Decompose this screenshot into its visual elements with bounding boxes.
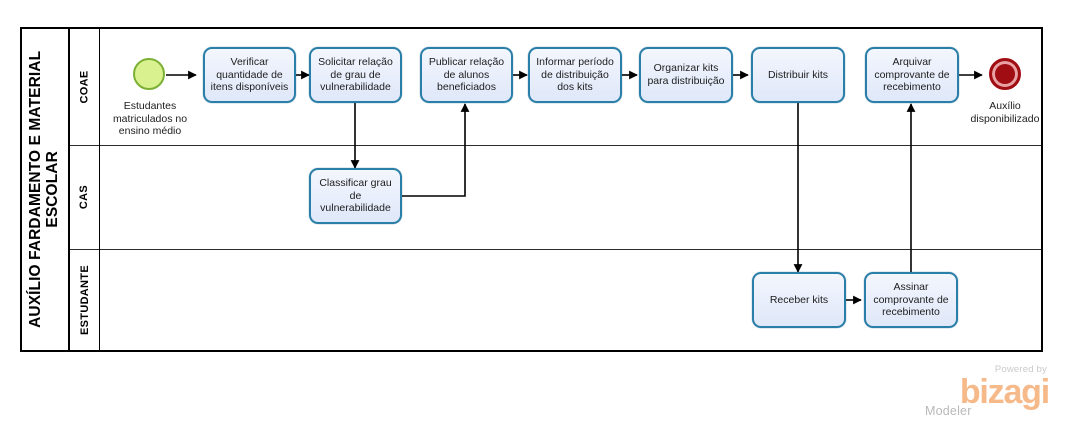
lane-cas[interactable]: CAS bbox=[70, 145, 1041, 249]
watermark-brand-logo: bizagi bbox=[959, 372, 1050, 411]
task-label: Classificar grau de vulnerabilidade bbox=[319, 176, 392, 215]
task-label: Verificar quantidade de itens disponívei… bbox=[210, 55, 289, 94]
task-label: Solicitar relação de grau de vulnerabili… bbox=[318, 55, 393, 94]
task-label: Publicar relação de alunos beneficiados bbox=[428, 55, 505, 94]
task-informar-periodo-distribuicao[interactable]: Informar período de distribuição dos kit… bbox=[528, 47, 622, 103]
lane-label-cas-text: CAS bbox=[78, 184, 91, 210]
pool-title-text: AUXÍLIO FARDAMENTO E MATERIAL ESCOLAR bbox=[28, 51, 63, 328]
task-classificar-grau-vulnerabilidade[interactable]: Classificar grau de vulnerabilidade bbox=[309, 168, 402, 224]
task-distribuir-kits[interactable]: Distribuir kits bbox=[751, 47, 845, 103]
lane-container: COAE CAS ESTUDANTE bbox=[70, 29, 1041, 350]
pool-title: AUXÍLIO FARDAMENTO E MATERIAL ESCOLAR bbox=[22, 29, 70, 350]
pool-title-line-1: AUXÍLIO FARDAMENTO E MATERIAL bbox=[27, 50, 45, 329]
task-solicitar-relacao-grau-vulnerabilidade[interactable]: Solicitar relação de grau de vulnerabili… bbox=[309, 47, 402, 103]
task-publicar-relacao-alunos-beneficiados[interactable]: Publicar relação de alunos beneficiados bbox=[420, 47, 513, 103]
pool-title-line-2: ESCOLAR bbox=[45, 151, 62, 228]
task-arquivar-comprovante-recebimento[interactable]: Arquivar comprovante de recebimento bbox=[865, 47, 959, 103]
bizagi-watermark: Powered by bizagi Modeler bbox=[921, 364, 1050, 427]
lane-coae[interactable]: COAE bbox=[70, 29, 1041, 145]
lane-separator-coae-cas bbox=[70, 145, 1041, 146]
lane-label-estudante-text: ESTUDANTE bbox=[78, 264, 91, 335]
task-label: Informar período de distribuição dos kit… bbox=[536, 55, 614, 94]
task-organizar-kits-distribuicao[interactable]: Organizar kits para distribuição bbox=[639, 47, 733, 103]
task-label: Assinar comprovante de recebimento bbox=[873, 280, 949, 319]
watermark-powered-by: Powered by bbox=[994, 364, 1047, 375]
lane-label-estudante: ESTUDANTE bbox=[70, 249, 100, 350]
end-event-label: Auxílio disponibilizado bbox=[970, 100, 1040, 125]
lane-body-cas bbox=[100, 145, 1041, 249]
task-verificar-quantidade-itens[interactable]: Verificar quantidade de itens disponívei… bbox=[203, 47, 296, 103]
lane-label-coae: COAE bbox=[70, 29, 100, 145]
lane-label-coae-text: COAE bbox=[78, 70, 91, 104]
task-label: Receber kits bbox=[769, 293, 829, 306]
task-assinar-comprovante-recebimento[interactable]: Assinar comprovante de recebimento bbox=[864, 272, 958, 328]
task-receber-kits[interactable]: Receber kits bbox=[752, 272, 846, 328]
watermark-product-name: Modeler bbox=[925, 403, 972, 418]
task-label: Distribuir kits bbox=[767, 68, 829, 81]
end-event[interactable] bbox=[989, 58, 1021, 90]
task-label: Arquivar comprovante de recebimento bbox=[874, 55, 950, 94]
start-event[interactable] bbox=[133, 58, 165, 90]
start-event-label: Estudantes matriculados no ensino médio bbox=[112, 100, 188, 138]
lane-estudante[interactable]: ESTUDANTE bbox=[70, 249, 1041, 350]
lane-label-cas: CAS bbox=[70, 145, 100, 249]
lane-separator-cas-estudante bbox=[70, 249, 1041, 250]
task-label: Organizar kits para distribuição bbox=[647, 62, 725, 87]
